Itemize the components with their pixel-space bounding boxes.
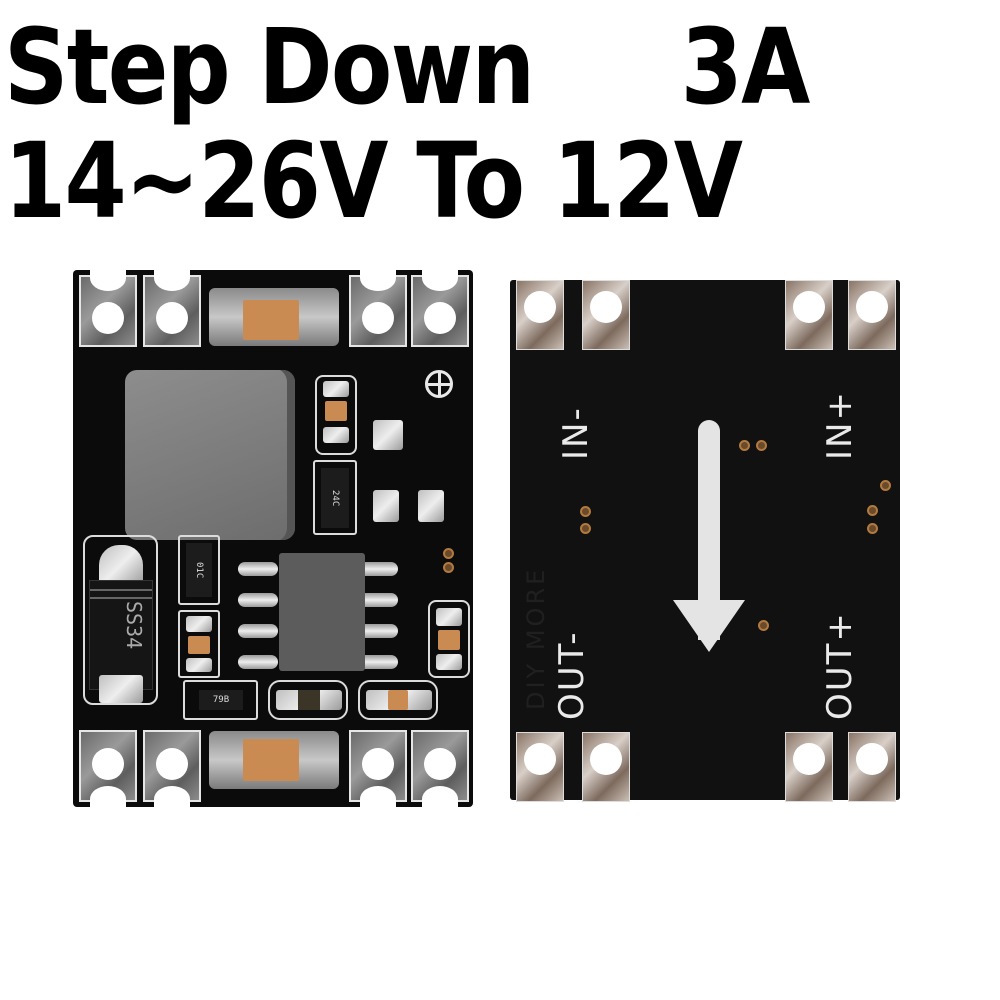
- buck-regulator-ic: [279, 553, 365, 671]
- diode-lead: [99, 675, 143, 703]
- resistor-outline: 79B: [183, 680, 258, 720]
- pad: [349, 265, 407, 347]
- schottky-diode: SS34: [89, 580, 153, 690]
- diode-lead: [99, 545, 143, 585]
- pad: [79, 265, 137, 347]
- output-capacitor: [243, 739, 299, 781]
- via: [580, 506, 591, 517]
- ic-pin: [358, 562, 398, 576]
- power-inductor: [125, 370, 295, 540]
- solder-pad: [373, 490, 399, 522]
- ic-pin: [238, 624, 278, 638]
- top-pad-strip: [73, 265, 473, 352]
- via: [756, 440, 767, 451]
- pad-out-minus: [516, 732, 564, 802]
- label-in-plus: IN+: [820, 390, 860, 460]
- pad-in-minus: [516, 280, 564, 350]
- pad: [411, 265, 469, 347]
- label-out-plus: OUT+: [820, 611, 860, 720]
- solder-pad: [373, 420, 403, 450]
- pad: [143, 730, 201, 812]
- label-in-minus: IN-: [556, 406, 596, 460]
- resistor-marking: 24C: [321, 468, 349, 528]
- resistor-marking: 01C: [186, 543, 212, 597]
- pad: [411, 730, 469, 812]
- pcb-back-view: DIY MORE IN- IN+ OUT- OUT+: [510, 280, 900, 802]
- ic-pin: [238, 562, 278, 576]
- headline-voltage-spec: 14~26V To 12V: [4, 120, 743, 242]
- capacitor-outline: [268, 680, 348, 720]
- solder-pad: [418, 490, 444, 522]
- pad: [143, 265, 201, 347]
- down-arrow-icon: [698, 420, 720, 640]
- pad-out-plus: [785, 732, 833, 802]
- pad: [349, 730, 407, 812]
- mount-crosshair-icon: [425, 370, 453, 398]
- via: [443, 548, 454, 559]
- bottom-pad-strip: [73, 725, 473, 812]
- down-arrow-head-icon: [673, 600, 745, 652]
- pad: [79, 730, 137, 812]
- brand-watermark: DIY MORE: [522, 566, 550, 710]
- pcb-front-view: 24C SS34 01C 79B: [73, 265, 473, 812]
- resistor-outline: 01C: [178, 535, 220, 605]
- ic-pin: [358, 593, 398, 607]
- pad-out-minus: [582, 732, 630, 802]
- capacitor-outline: [358, 680, 438, 720]
- pad-out-plus: [848, 732, 896, 802]
- ic-pin: [358, 624, 398, 638]
- via: [867, 523, 878, 534]
- headline-title: Step Down 3A: [4, 6, 810, 128]
- ic-pin: [358, 655, 398, 669]
- via: [739, 440, 750, 451]
- pad-in-minus: [582, 280, 630, 350]
- via: [867, 505, 878, 516]
- label-out-minus: OUT-: [552, 630, 592, 720]
- capacitor-outline: [315, 375, 357, 455]
- via: [580, 523, 591, 534]
- via: [443, 562, 454, 573]
- pad-in-plus: [785, 280, 833, 350]
- pad-in-plus: [848, 280, 896, 350]
- capacitor-outline: [428, 600, 470, 678]
- diode-marking: SS34: [122, 601, 146, 650]
- resistor-marking: 79B: [199, 690, 243, 710]
- resistor-outline: 24C: [313, 460, 357, 535]
- via: [758, 620, 769, 631]
- ic-pin: [238, 655, 278, 669]
- input-capacitor: [243, 300, 299, 340]
- via: [880, 480, 891, 491]
- capacitor-outline: [178, 610, 220, 678]
- ic-pin: [238, 593, 278, 607]
- diode-outline: [83, 535, 158, 705]
